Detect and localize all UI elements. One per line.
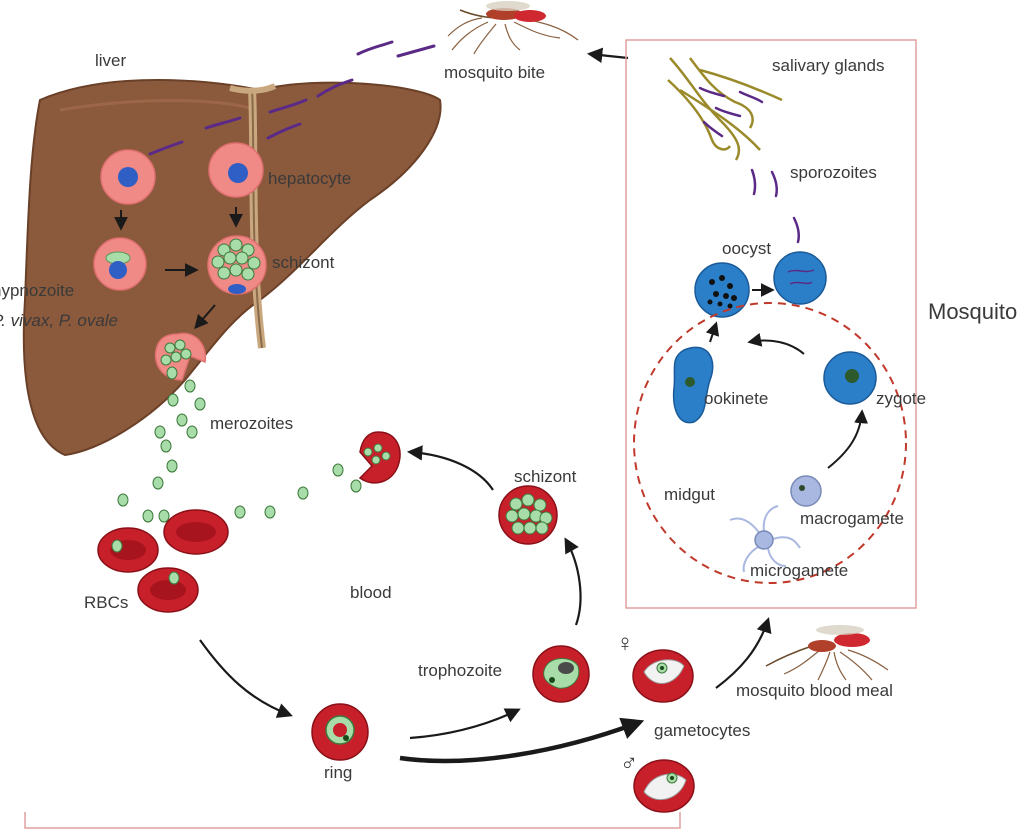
gametocytes-arrow [399,717,645,764]
label-gametocytes: gametocytes [654,721,751,740]
label-midgut: midgut [664,485,716,504]
macrogamete-cell [790,475,822,507]
label-male-symbol: ♂ [620,750,638,777]
ring-stage-cell [311,703,369,761]
label-zygote: zygote [876,389,927,408]
label-rbcs: RBCs [84,593,129,612]
label-schizont-blood: schizont [514,467,577,486]
label-female-symbol: ♀ [616,630,634,657]
macrogamete-to-zygote-arrow [827,409,869,469]
zygote-cell [823,351,877,405]
midgut-boundary [633,302,907,584]
label-oocyst: oocyst [722,239,772,258]
label-merozoites: merozoites [210,414,294,433]
hepatocyte-cell-2 [208,142,264,198]
sporozoites-entering-liver [148,40,436,156]
female-gametocyte-cell [632,649,694,703]
mosquito-biting [447,1,579,55]
mosquito-feeding [765,625,889,681]
ruptured-rbc [358,431,401,484]
liver-arrows [114,207,243,330]
label-liver: liver [95,51,127,70]
label-ring: ring [324,763,353,782]
label-mosquito-bite: mosquito bite [444,63,546,82]
rupturing-hepatocyte [154,332,207,381]
blood-cycle-arrows [199,445,772,740]
salivary-glands [667,57,783,161]
ookinete-cell [672,346,714,424]
hypnozoite-cell [93,237,147,291]
label-sporozoites: sporozoites [790,163,877,182]
label-mosquito-blood-meal: mosquito blood meal [736,681,893,700]
bottom-bracket [24,812,681,829]
blood-schizont-cell [498,485,558,545]
trophozoite-cell [532,645,590,703]
label-microgamete: microgamete [750,561,849,580]
label-species: P. vivax, P. ovale [0,311,119,330]
label-ookinete: ookinete [704,389,769,408]
gland-sporozoites [698,86,764,138]
label-schizont-liver: schizont [272,253,335,272]
label-blood: blood [350,583,392,602]
mosquito-bite-arrow [586,47,629,63]
label-mosquito: Mosquito [928,299,1018,324]
oocyst-mature [773,251,827,305]
zygote-to-ookinete-arrow [747,332,805,355]
liver-schizont-cell [207,235,267,295]
male-gametocyte-cell [633,759,695,813]
mosquito-stage-panel [625,39,917,609]
label-hypnozoite: hypnozoite [0,281,75,300]
merozoites-trail [117,366,362,523]
label-macrogamete: macrogamete [800,509,904,528]
microgamete-cell [729,505,801,573]
oocyst-immature [694,262,750,318]
ookinete-to-oocyst-arrow [705,321,720,343]
label-hepatocyte: hepatocyte [268,169,352,188]
hepatocyte-cell-1 [100,149,156,205]
label-salivary-glands: salivary glands [772,56,885,75]
free-sporozoites [750,168,801,244]
label-trophozoite: trophozoite [418,661,503,680]
rbc-cluster [97,509,229,613]
